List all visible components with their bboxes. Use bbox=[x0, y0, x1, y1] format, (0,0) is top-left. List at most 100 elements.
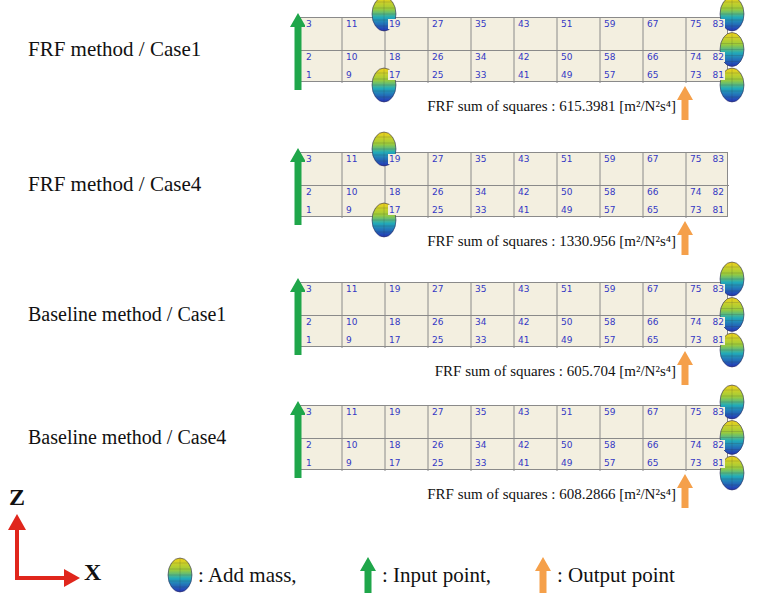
node-number: 2 bbox=[305, 317, 313, 327]
node-number: 57 bbox=[603, 205, 616, 215]
node-number: 67 bbox=[646, 19, 659, 29]
node-number: 27 bbox=[431, 407, 444, 417]
node-number: 74 bbox=[689, 187, 702, 197]
node-number: 81 bbox=[712, 205, 725, 215]
node-number: 11 bbox=[345, 19, 358, 29]
axis-label: Z bbox=[9, 484, 25, 511]
x-axis bbox=[15, 576, 66, 580]
node-number: 73 bbox=[689, 205, 702, 215]
node-number: 50 bbox=[560, 52, 573, 62]
node-number: 83 bbox=[712, 154, 725, 164]
node-number: 75 bbox=[689, 284, 702, 294]
node-number: 18 bbox=[388, 187, 401, 197]
row-title: Baseline method / Case4 bbox=[28, 426, 226, 449]
mesh-grid bbox=[299, 18, 729, 83]
node-number: 83 bbox=[712, 284, 725, 294]
node-number: 19 bbox=[388, 284, 401, 294]
node-number: 43 bbox=[517, 407, 530, 417]
node-number: 66 bbox=[646, 187, 659, 197]
node-number: 59 bbox=[603, 19, 616, 29]
output-arrow bbox=[677, 86, 693, 120]
node-number: 10 bbox=[345, 317, 358, 327]
node-number: 41 bbox=[517, 335, 530, 345]
node-number: 19 bbox=[388, 407, 401, 417]
score-caption: FRF sum of squares : 1330.956 [m²/N²s⁴] bbox=[427, 233, 676, 250]
node-number: 25 bbox=[431, 458, 444, 468]
node-number: 83 bbox=[712, 19, 725, 29]
node-number: 34 bbox=[474, 52, 487, 62]
node-number: 25 bbox=[431, 70, 444, 80]
node-number: 35 bbox=[474, 19, 487, 29]
node-number: 42 bbox=[517, 440, 530, 450]
node-number: 82 bbox=[712, 187, 725, 197]
node-number: 50 bbox=[560, 440, 573, 450]
node-number: 49 bbox=[560, 335, 573, 345]
node-number: 74 bbox=[689, 317, 702, 327]
node-number: 3 bbox=[305, 19, 313, 29]
node-number: 17 bbox=[388, 335, 401, 345]
added-mass bbox=[720, 262, 744, 296]
node-number: 11 bbox=[345, 407, 358, 417]
node-number: 1 bbox=[305, 205, 313, 215]
legend-text: : Input point, bbox=[382, 563, 491, 588]
node-number: 18 bbox=[388, 317, 401, 327]
added-mass bbox=[720, 298, 744, 332]
node-number: 75 bbox=[689, 19, 702, 29]
node-number: 82 bbox=[712, 440, 725, 450]
node-number: 51 bbox=[560, 407, 573, 417]
node-number: 33 bbox=[474, 458, 487, 468]
node-number: 35 bbox=[474, 284, 487, 294]
node-number: 18 bbox=[388, 440, 401, 450]
node-number: 33 bbox=[474, 205, 487, 215]
node-number: 33 bbox=[474, 335, 487, 345]
node-number: 17 bbox=[388, 205, 401, 215]
node-number: 74 bbox=[689, 52, 702, 62]
node-number: 49 bbox=[560, 458, 573, 468]
node-number: 19 bbox=[388, 19, 401, 29]
row-title: FRF method / Case1 bbox=[28, 37, 201, 62]
node-number: 11 bbox=[345, 154, 358, 164]
legend-text: : Add mass, bbox=[198, 563, 297, 588]
node-number: 26 bbox=[431, 187, 444, 197]
node-number: 58 bbox=[603, 317, 616, 327]
axis-label: X bbox=[84, 559, 101, 586]
node-number: 43 bbox=[517, 19, 530, 29]
node-number: 9 bbox=[345, 335, 353, 345]
node-number: 27 bbox=[431, 284, 444, 294]
node-number: 59 bbox=[603, 407, 616, 417]
node-number: 17 bbox=[388, 70, 401, 80]
node-number: 82 bbox=[712, 317, 725, 327]
node-number: 50 bbox=[560, 187, 573, 197]
node-number: 65 bbox=[646, 205, 659, 215]
node-number: 81 bbox=[712, 458, 725, 468]
node-number: 58 bbox=[603, 440, 616, 450]
z-axis bbox=[15, 528, 19, 578]
node-number: 1 bbox=[305, 70, 313, 80]
node-number: 42 bbox=[517, 317, 530, 327]
mesh-grid bbox=[299, 153, 729, 218]
beam-mesh: 3211110919181727262535343343424151504959… bbox=[298, 405, 728, 470]
node-number: 65 bbox=[646, 458, 659, 468]
node-number: 9 bbox=[345, 70, 353, 80]
node-number: 19 bbox=[388, 154, 401, 164]
node-number: 9 bbox=[345, 205, 353, 215]
row-title: Baseline method / Case1 bbox=[28, 303, 226, 326]
score-caption: FRF sum of squares : 605.704 [m²/N²s⁴] bbox=[435, 363, 676, 380]
node-number: 67 bbox=[646, 154, 659, 164]
added-mass bbox=[720, 333, 744, 367]
input-arrow bbox=[290, 278, 306, 355]
node-number: 73 bbox=[689, 335, 702, 345]
node-number: 26 bbox=[431, 52, 444, 62]
node-number: 81 bbox=[712, 70, 725, 80]
node-number: 74 bbox=[689, 440, 702, 450]
node-number: 42 bbox=[517, 187, 530, 197]
node-number: 65 bbox=[646, 335, 659, 345]
added-mass bbox=[372, 0, 396, 31]
node-number: 17 bbox=[388, 458, 401, 468]
node-number: 26 bbox=[431, 440, 444, 450]
node-number: 41 bbox=[517, 70, 530, 80]
mesh-grid bbox=[299, 283, 729, 348]
node-number: 42 bbox=[517, 52, 530, 62]
node-number: 43 bbox=[517, 284, 530, 294]
